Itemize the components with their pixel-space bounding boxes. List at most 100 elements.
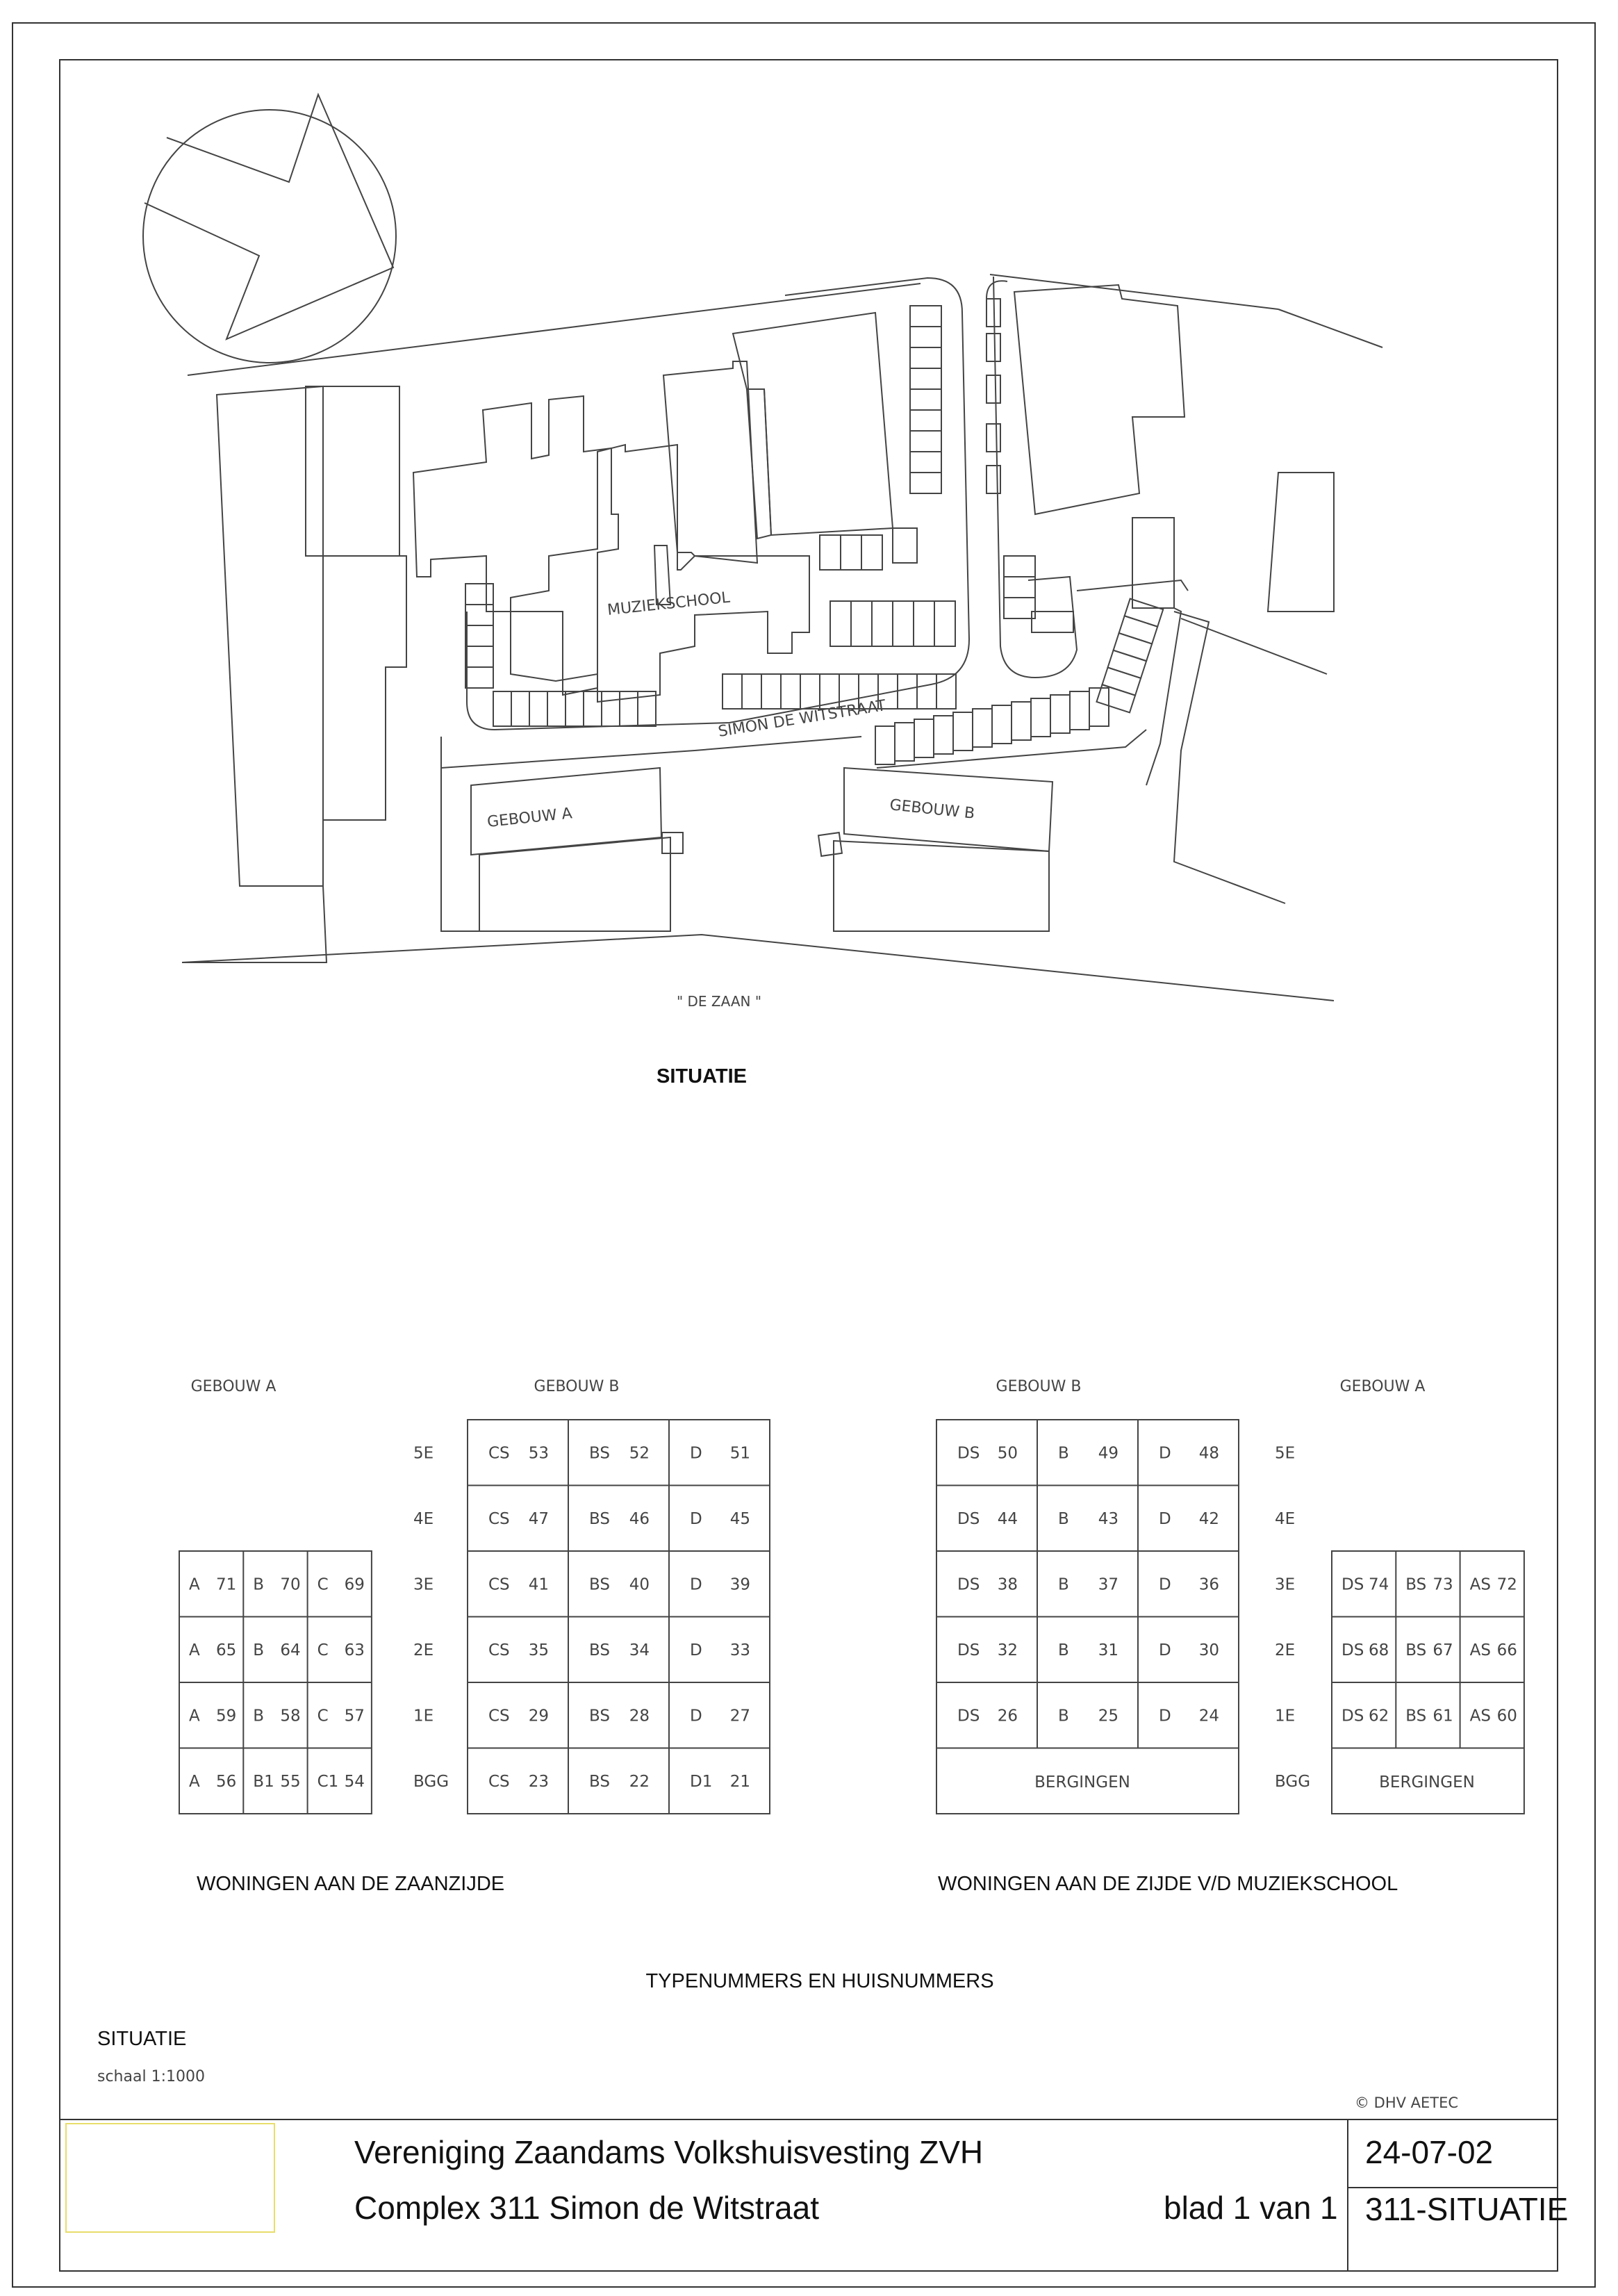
- label-de-zaan: " DE ZAAN ": [677, 993, 761, 1010]
- client-name: Vereniging Zaandams Volkshuisvesting ZVH: [354, 2134, 983, 2170]
- house-number: 60: [1497, 1707, 1517, 1725]
- floor-label: 1E: [1275, 1707, 1295, 1725]
- house-number: 43: [1098, 1510, 1118, 1528]
- ground-label-muz-gebouw-a: BERGINGEN: [1379, 1773, 1475, 1791]
- unit-type: B: [253, 1641, 264, 1659]
- drawing-date: 24-07-02: [1365, 2134, 1493, 2170]
- inner-border: [59, 59, 1558, 2272]
- house-number: 41: [529, 1575, 549, 1593]
- unit-type: BS: [589, 1510, 610, 1528]
- house-number: 23: [529, 1773, 549, 1791]
- caption-zaanzijde: WONINGEN AAN DE ZAANZIJDE: [197, 1873, 504, 1895]
- project-name: Complex 311 Simon de Witstraat: [354, 2190, 819, 2226]
- house-number: 21: [730, 1773, 750, 1791]
- house-number: 64: [280, 1641, 300, 1659]
- house-number: 30: [1199, 1641, 1219, 1659]
- unit-type: CS: [488, 1707, 510, 1725]
- unit-type: B1: [253, 1773, 274, 1791]
- unit-type: BS: [589, 1707, 610, 1725]
- unit-type: DS: [957, 1707, 980, 1725]
- unit-type: BS: [1405, 1707, 1426, 1725]
- unit-type: D: [690, 1707, 702, 1725]
- house-number: 73: [1433, 1575, 1453, 1593]
- floor-label: 3E: [1275, 1575, 1295, 1593]
- heading-muz-gebouw-b: GEBOUW B: [996, 1378, 1082, 1395]
- gebouw-b-plan: [817, 766, 1054, 932]
- house-number: 47: [529, 1510, 549, 1528]
- parking-row: [1003, 555, 1074, 633]
- unit-type: D: [1159, 1444, 1171, 1462]
- unit-type: B: [1058, 1641, 1069, 1659]
- house-number: 62: [1369, 1707, 1389, 1725]
- house-number: 46: [629, 1510, 650, 1528]
- house-number: 51: [730, 1444, 750, 1462]
- parking-row: [465, 583, 657, 727]
- unit-type: BS: [1405, 1641, 1426, 1659]
- gebouw-a-plan: [440, 766, 684, 932]
- floor-label: 1E: [413, 1707, 434, 1725]
- heading-muz-gebouw-a: GEBOUW A: [1340, 1378, 1426, 1395]
- house-number: 63: [345, 1641, 365, 1659]
- unit-type: B: [1058, 1510, 1069, 1528]
- unit-type: DS: [1342, 1707, 1364, 1725]
- house-number: 66: [1497, 1641, 1517, 1659]
- ground-label-muz-gebouw-b: BERGINGEN: [1034, 1773, 1130, 1791]
- house-number: 42: [1199, 1510, 1219, 1528]
- unit-type: DS: [957, 1510, 980, 1528]
- floor-label: 5E: [1275, 1444, 1295, 1462]
- house-number: 36: [1199, 1575, 1219, 1593]
- unit-type: D: [690, 1510, 702, 1528]
- house-number: 53: [529, 1444, 549, 1462]
- label-gebouw-b: GEBOUW B: [889, 796, 975, 823]
- site-plan-title: SITUATIE: [657, 1065, 747, 1088]
- unit-type: AS: [1470, 1575, 1491, 1593]
- unit-type: CS: [488, 1575, 510, 1593]
- unit-type: D: [1159, 1510, 1171, 1528]
- unit-type: B: [1058, 1444, 1069, 1462]
- unit-type: CS: [488, 1641, 510, 1659]
- unit-type: AS: [1470, 1707, 1491, 1725]
- house-number: 27: [730, 1707, 750, 1725]
- house-number: 45: [730, 1510, 750, 1528]
- unit-type: C1: [317, 1773, 339, 1791]
- house-number: 68: [1369, 1641, 1389, 1659]
- house-number: 61: [1433, 1707, 1453, 1725]
- house-number: 39: [730, 1575, 750, 1593]
- floor-label: 2E: [1275, 1641, 1295, 1659]
- house-number: 25: [1098, 1707, 1118, 1725]
- house-number: 26: [998, 1707, 1018, 1725]
- unit-type: D1: [690, 1773, 712, 1791]
- house-number: 33: [730, 1641, 750, 1659]
- section-title: TYPENUMMERS EN HUISNUMMERS: [645, 1970, 993, 1992]
- parking-row: [722, 673, 957, 710]
- unit-type: AS: [1470, 1641, 1491, 1659]
- unit-type: CS: [488, 1444, 510, 1462]
- unit-type: BS: [589, 1641, 610, 1659]
- house-number: 54: [345, 1773, 365, 1791]
- house-number: 67: [1433, 1641, 1453, 1659]
- parking-row: [909, 298, 1001, 494]
- unit-type: BS: [589, 1773, 610, 1791]
- house-number: 58: [280, 1707, 300, 1725]
- title-block: Vereniging Zaandams Volkshuisvesting ZVH…: [60, 2119, 1568, 2271]
- house-number: 22: [629, 1773, 650, 1791]
- unit-type: CS: [488, 1773, 510, 1791]
- house-number: 44: [998, 1510, 1018, 1528]
- unit-type: D: [1159, 1707, 1171, 1725]
- unit-type: BS: [1405, 1575, 1426, 1593]
- parking-row: [819, 527, 956, 647]
- house-number: 29: [529, 1707, 549, 1725]
- house-number: 48: [1199, 1444, 1219, 1462]
- floor-label: 3E: [413, 1575, 434, 1593]
- floor-label: BGG: [1275, 1773, 1310, 1791]
- unit-type: A: [189, 1641, 200, 1659]
- caption-muziekschool: WONINGEN AAN DE ZIJDE V/D MUZIEKSCHOOL: [938, 1873, 1398, 1895]
- house-number: 69: [345, 1575, 365, 1593]
- unit-type: DS: [957, 1641, 980, 1659]
- house-number: 50: [998, 1444, 1018, 1462]
- copyright: © DHV AETEC: [1355, 2094, 1458, 2111]
